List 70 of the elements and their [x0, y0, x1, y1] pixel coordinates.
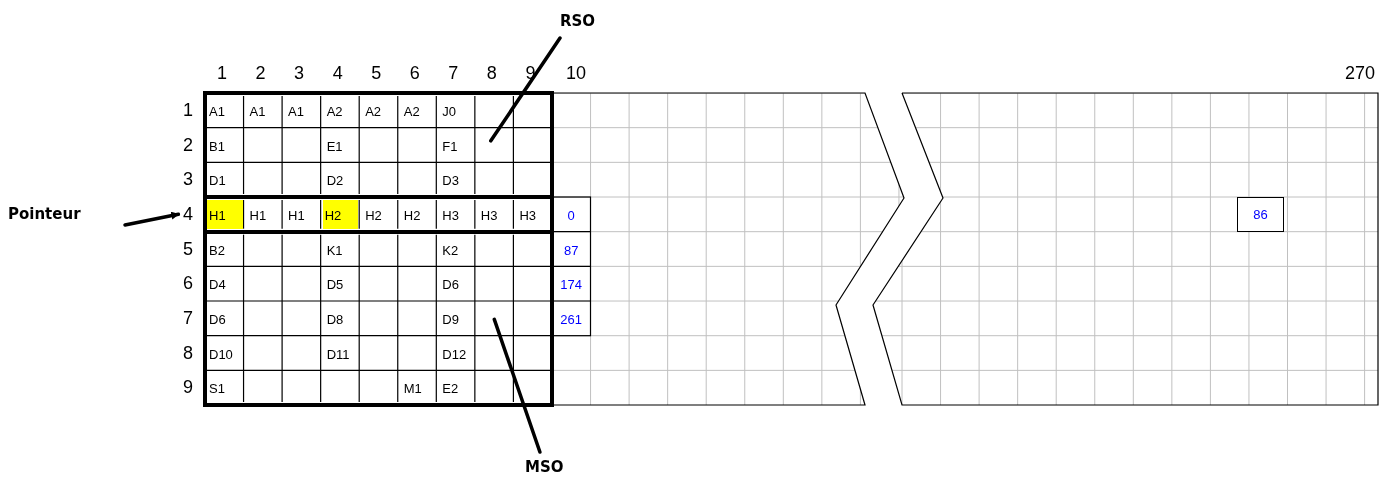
cell-code: A1 [249, 104, 266, 120]
cell-code: D12 [442, 346, 467, 363]
cell-code: A2 [326, 104, 343, 120]
cell-code: D4 [209, 277, 226, 294]
cell-code: D11 [326, 346, 350, 363]
column-number: 5 [371, 63, 382, 83]
offset-value: 174 [559, 277, 584, 294]
column-number: 8 [486, 63, 497, 83]
callout-label: RSO [560, 12, 600, 32]
row-number: 8 [183, 342, 193, 363]
leader-line [492, 317, 542, 454]
cell-code: A2 [403, 104, 420, 120]
cell-code: K2 [442, 242, 459, 259]
row-number: 7 [183, 308, 193, 328]
row-number: 1 [183, 100, 193, 120]
cell-code: B1 [209, 138, 225, 155]
offset-value: 87 [562, 242, 580, 259]
cell-code: D8 [326, 312, 344, 328]
row-number: 4 [183, 204, 193, 224]
column-number: 270 [1345, 63, 1376, 83]
cell-code: D9 [442, 312, 459, 328]
cell-code: A1 [209, 104, 225, 120]
cell-code: H1 [288, 208, 305, 224]
highlighted-cell: H1 [207, 200, 243, 229]
column-number: 3 [294, 63, 305, 83]
column-number: 1 [217, 63, 227, 83]
row-number: 6 [183, 273, 193, 294]
column-number: 10 [565, 63, 586, 83]
cell-code: H2 [403, 208, 421, 224]
row-number: 5 [183, 238, 193, 259]
callout-label: MSO [525, 458, 570, 478]
column-number: 6 [409, 63, 420, 83]
cell-code: H3 [519, 208, 536, 224]
cell-code: D10 [209, 346, 233, 363]
matrix-block [203, 231, 554, 407]
cell-code: E1 [326, 138, 343, 155]
cell-code: S1 [209, 381, 225, 398]
cell-code: E2 [442, 381, 459, 398]
cell-code: D2 [326, 173, 344, 190]
highlighted-cell: H2 [322, 200, 359, 229]
column-number: 2 [255, 63, 266, 83]
pointer-row-band [203, 195, 554, 234]
arrow [123, 211, 181, 227]
cell-code: A2 [365, 104, 382, 120]
matrix-block [203, 91, 554, 197]
cell-code: D6 [209, 312, 226, 328]
offset-value: 86 [1237, 197, 1284, 232]
cell-code: J0 [442, 104, 457, 120]
cell-code: A1 [288, 104, 304, 120]
column-number: 7 [448, 63, 459, 83]
cell-code: H2 [365, 208, 382, 224]
cell-code: B2 [209, 242, 225, 259]
row-number: 2 [183, 134, 193, 155]
cell-code: K1 [326, 242, 343, 259]
row-number: 9 [183, 377, 193, 398]
cell-code: D1 [209, 173, 226, 190]
offset-value: 261 [559, 312, 584, 328]
column-number: 4 [332, 63, 343, 83]
cell-code: D6 [442, 277, 459, 294]
cell-code: M1 [403, 381, 422, 398]
row-number: 3 [183, 169, 193, 190]
cell-code: H3 [442, 208, 459, 224]
offset-value: 0 [566, 208, 576, 224]
cell-code: D3 [442, 173, 459, 190]
callout-label: Pointeur [8, 205, 98, 225]
cell-code: H1 [249, 208, 267, 224]
cell-code: F1 [442, 138, 458, 155]
leader-line [489, 36, 562, 143]
cell-code: H3 [480, 208, 498, 224]
cell-code: D5 [326, 277, 344, 294]
